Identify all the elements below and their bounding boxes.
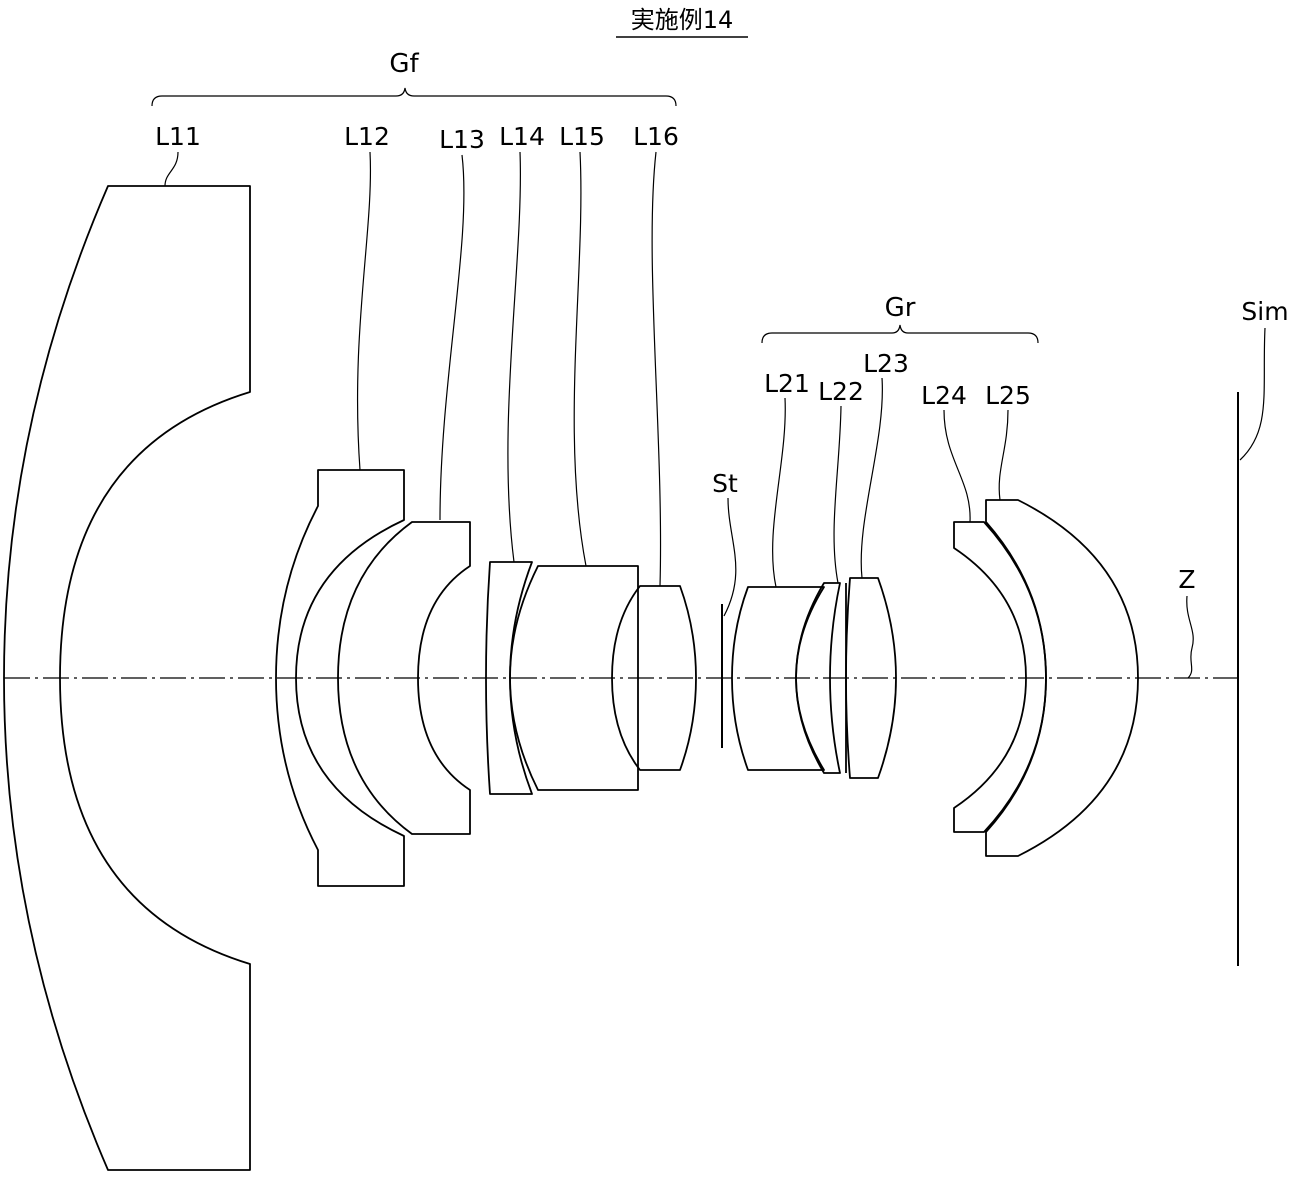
group-brace-gf bbox=[152, 88, 676, 106]
lens-label-l25: L25 bbox=[985, 381, 1031, 410]
stop-label: St bbox=[712, 469, 738, 498]
leader-l11 bbox=[165, 152, 178, 186]
leader-l14 bbox=[508, 152, 520, 562]
leader-z bbox=[1187, 596, 1193, 678]
leader-st bbox=[724, 498, 736, 616]
lens-label-l22: L22 bbox=[818, 377, 864, 406]
lens-label-l15: L15 bbox=[559, 122, 605, 151]
image-plane-label: Sim bbox=[1241, 297, 1288, 326]
lens-label-l14: L14 bbox=[499, 122, 545, 151]
lens-l24 bbox=[954, 522, 1046, 832]
group-label-gf: Gf bbox=[389, 49, 419, 79]
lens-label-l13: L13 bbox=[439, 125, 485, 154]
lens-label-l16: L16 bbox=[633, 122, 679, 151]
lens-label-l21: L21 bbox=[764, 369, 810, 398]
leader-l15 bbox=[574, 152, 586, 566]
group-label-gr: Gr bbox=[885, 293, 916, 323]
axis-label: Z bbox=[1178, 565, 1195, 594]
group-brace-gr bbox=[762, 325, 1038, 343]
diagram-title: 実施例14 bbox=[631, 6, 734, 34]
leader-l21 bbox=[773, 398, 786, 587]
leader-l12 bbox=[358, 152, 371, 470]
lens-label-l11: L11 bbox=[155, 122, 201, 151]
lens-label-l23: L23 bbox=[863, 349, 909, 378]
leader-l23 bbox=[861, 378, 882, 578]
leader-sim bbox=[1240, 328, 1265, 460]
leader-l22 bbox=[834, 406, 841, 583]
leader-l24 bbox=[944, 410, 970, 522]
leader-l25 bbox=[999, 410, 1008, 500]
lens-label-l24: L24 bbox=[921, 381, 967, 410]
lens-label-l12: L12 bbox=[344, 122, 390, 151]
leader-l16 bbox=[652, 152, 660, 586]
leader-l13 bbox=[440, 155, 464, 520]
